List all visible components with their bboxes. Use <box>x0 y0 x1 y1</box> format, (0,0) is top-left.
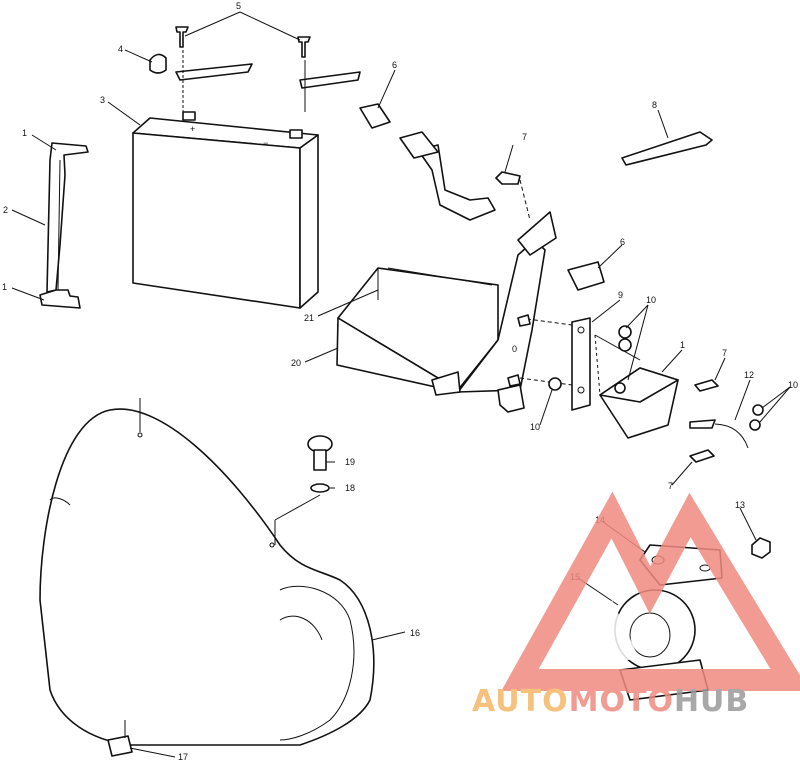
callout-7c: 7 <box>668 481 673 491</box>
callout-19: 19 <box>345 457 355 467</box>
svg-text:−: − <box>263 138 268 148</box>
terminal-bolts <box>149 26 361 112</box>
callout-6a: 6 <box>392 60 397 70</box>
clip-brackets <box>567 261 605 291</box>
callout-17: 17 <box>178 752 188 762</box>
callout-10a: 10 <box>646 295 656 305</box>
callout-16: 16 <box>410 628 420 638</box>
mounting-plate <box>519 317 591 411</box>
battery: + − <box>132 111 319 309</box>
callout-18: 18 <box>345 483 355 493</box>
callout-7b: 7 <box>722 348 727 358</box>
callout-1b: 1 <box>2 282 7 292</box>
callout-5: 5 <box>236 1 241 11</box>
front-cover <box>39 408 375 757</box>
battery-strap <box>39 142 89 309</box>
watermark-triangle-logo <box>501 491 800 691</box>
callout-1a: 1 <box>22 128 27 138</box>
callout-21: 21 <box>304 313 314 323</box>
watermark: AUTOMOTOHUB <box>472 491 800 719</box>
watermark-hub: HUB <box>674 684 749 719</box>
callout-4: 4 <box>118 44 123 54</box>
callout-0: 0 <box>512 344 517 354</box>
screws-right <box>507 314 719 463</box>
callout-20: 20 <box>291 358 301 368</box>
callout-1c: 1 <box>680 340 685 350</box>
screw-upper <box>495 171 531 221</box>
watermark-text: AUTOMOTOHUB <box>472 684 749 719</box>
callout-3: 3 <box>100 95 105 105</box>
callout-8: 8 <box>652 100 657 110</box>
fastener <box>274 435 333 545</box>
callout-12: 12 <box>744 370 754 380</box>
callout-6b: 6 <box>620 237 625 247</box>
callout-10b: 10 <box>788 380 798 390</box>
watermark-auto: AUTO <box>472 684 569 719</box>
nuts <box>548 325 764 431</box>
callout-7a: 7 <box>522 132 527 142</box>
battery-tray <box>336 103 557 413</box>
watermark-moto: MOTO <box>569 684 674 719</box>
starter-relay <box>594 334 679 439</box>
cable <box>689 419 749 449</box>
callout-13: 13 <box>735 500 745 510</box>
cable-tie <box>621 131 713 166</box>
callout-10c: 10 <box>530 422 540 432</box>
callout-2: 2 <box>3 205 8 215</box>
svg-text:+: + <box>190 124 195 134</box>
callout-9: 9 <box>618 290 623 300</box>
